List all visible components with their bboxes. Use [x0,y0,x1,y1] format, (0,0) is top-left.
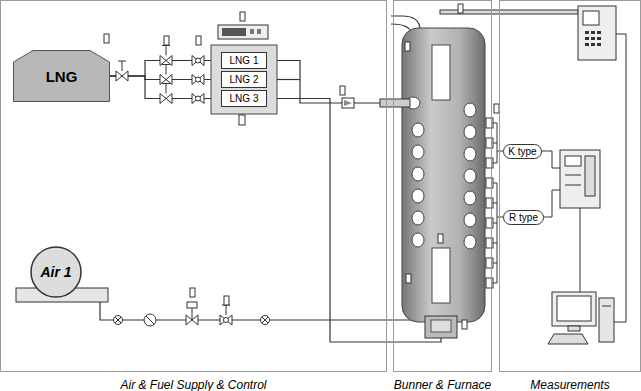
node-label: LNG 3 [230,93,259,104]
caption-holder: Measurements [530,375,609,391]
thermocouple-type: R type [503,210,544,225]
caption-holder: Bunner & Furnace [394,375,491,391]
node-label: Air 1 [40,264,71,280]
node-label: LNG 2 [230,74,259,85]
node-label: LNG [46,68,78,85]
panel-caption: Bunner & Furnace [394,378,491,391]
flow-controller-channel: LNG 1 [221,52,267,69]
flow-controller-channel: LNG 2 [221,71,267,88]
thermocouple-type: K type [503,144,542,159]
lng-tank: LNG [13,50,110,102]
node-label: LNG 1 [230,55,259,66]
caption-holder: Air & Fuel Supply & Control [120,375,266,391]
panel-caption: Air & Fuel Supply & Control [120,378,266,391]
air-blower: Air 1 [30,246,82,298]
flow-controller-channel: LNG 3 [221,90,267,107]
panel-border [499,0,641,372]
node-label: K type [508,146,536,157]
panel-border [393,0,492,372]
node-label: R type [509,212,538,223]
section-panel: Air & Fuel Supply & Control LNG LNG 1 LNG 2… [0,0,387,391]
section-panel: Measurements K type R type [499,0,641,391]
section-panel: Bunner & Furnace [393,0,492,391]
panel-caption: Measurements [530,378,609,391]
